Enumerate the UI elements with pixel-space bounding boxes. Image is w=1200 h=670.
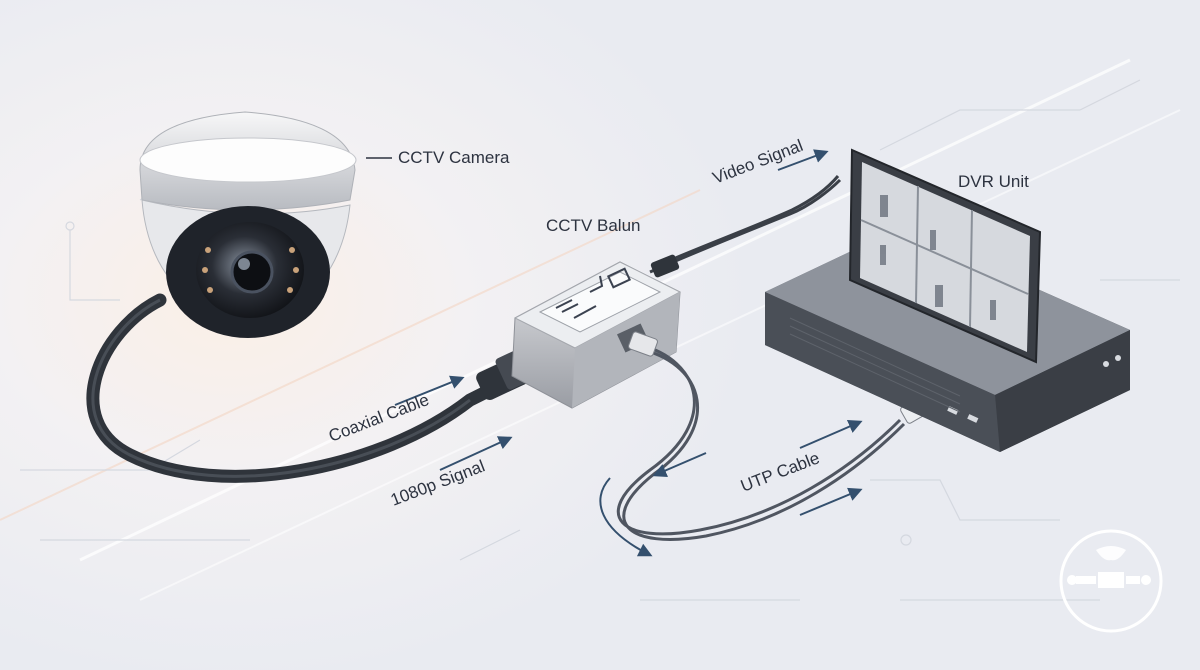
video-cable: [649, 175, 842, 274]
utp-cable: [617, 343, 906, 541]
cctv-camera: [139, 111, 357, 338]
label-cctv-camera: CCTV Camera: [398, 148, 510, 167]
cctv-balun: [511, 261, 682, 409]
dvr-monitor: [848, 148, 1042, 364]
watermark-logo-icon: [1059, 529, 1163, 633]
label-dvr-unit: DVR Unit: [958, 172, 1029, 191]
signal-arrows: [394, 149, 863, 557]
label-cctv-balun: CCTV Balun: [546, 216, 641, 235]
